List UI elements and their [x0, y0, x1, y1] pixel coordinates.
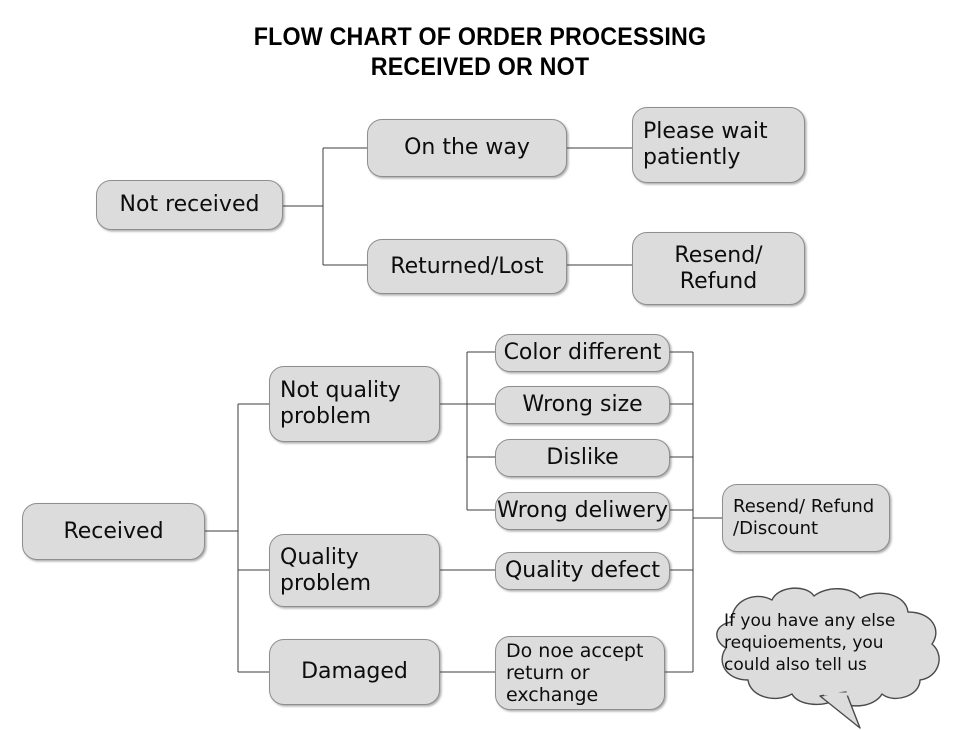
node-not-received[interactable]: Not received: [96, 180, 283, 230]
node-not-received-label: Not received: [119, 192, 260, 217]
node-wrong-size-label: Wrong size: [522, 392, 643, 417]
node-resend-refund-discount-label: Resend/ Refund /Discount: [733, 496, 875, 539]
node-dislike-label: Dislike: [546, 445, 619, 470]
node-returned-lost[interactable]: Returned/Lost: [367, 239, 567, 294]
node-on-the-way-label: On the way: [404, 135, 530, 160]
node-wrong-deliwery-label: Wrong deliwery: [496, 498, 668, 523]
page-title: FLOW CHART OF ORDER PROCESSING RECEIVED …: [253, 23, 707, 81]
node-dislike[interactable]: Dislike: [495, 439, 670, 477]
node-quality-defect[interactable]: Quality defect: [495, 552, 670, 590]
node-color-different-label: Color different: [503, 340, 662, 365]
node-do-noe-accept[interactable]: Do noe accept return or exchange: [495, 636, 665, 710]
callout-bubble-text: If you have any else requioements, you c…: [724, 611, 896, 675]
node-not-quality-problem-label: Not quality problem: [280, 378, 401, 429]
callout-bubble: If you have any else requioements, you c…: [694, 584, 960, 730]
node-quality-problem[interactable]: Quality problem: [269, 534, 440, 607]
node-not-quality-problem[interactable]: Not quality problem: [269, 366, 440, 442]
node-please-wait-patiently[interactable]: Please wait patiently: [632, 107, 805, 183]
node-please-wait-patiently-label: Please wait patiently: [643, 119, 768, 170]
node-wrong-deliwery[interactable]: Wrong deliwery: [495, 492, 670, 530]
node-do-noe-accept-label: Do noe accept return or exchange: [506, 640, 644, 706]
node-resend-refund-label: Resend/ Refund: [674, 242, 763, 294]
node-returned-lost-label: Returned/Lost: [390, 253, 544, 279]
callout-bubble-shape: [716, 587, 940, 729]
node-damaged[interactable]: Damaged: [269, 639, 440, 705]
node-damaged-label: Damaged: [301, 659, 408, 684]
node-received-label: Received: [63, 518, 164, 544]
node-resend-refund[interactable]: Resend/ Refund: [632, 232, 805, 305]
node-on-the-way[interactable]: On the way: [367, 119, 567, 177]
node-color-different[interactable]: Color different: [495, 334, 670, 372]
node-resend-refund-discount[interactable]: Resend/ Refund /Discount: [722, 484, 890, 552]
node-quality-problem-label: Quality problem: [280, 544, 372, 596]
node-received[interactable]: Received: [22, 503, 205, 560]
node-quality-defect-label: Quality defect: [504, 558, 661, 583]
node-wrong-size[interactable]: Wrong size: [495, 386, 670, 424]
